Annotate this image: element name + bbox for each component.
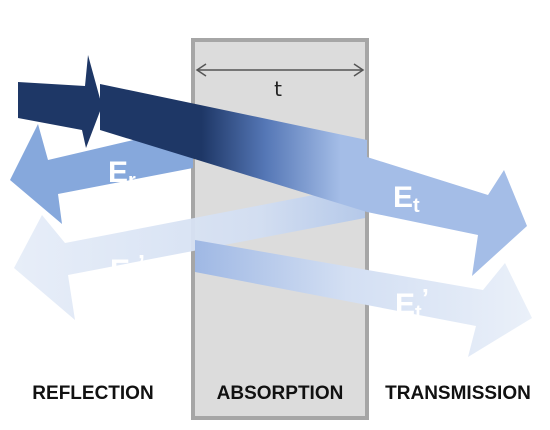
incident-beam-transit [100, 84, 367, 212]
transmitted-label: Et [393, 181, 420, 217]
thickness-dimension [195, 63, 365, 77]
reflected-beam [10, 124, 193, 224]
secondary-transmitted-label: Et’ [395, 283, 429, 324]
incident-label: Ei [38, 22, 70, 67]
secondary-reflected-label: Er’ [110, 249, 145, 290]
caption-transmission: TRANSMISSION [385, 383, 531, 404]
secondary-transmitted-beam [195, 240, 532, 357]
caption-reflection: REFLECTION [32, 383, 153, 404]
reflected-label: Er [108, 156, 136, 192]
caption-absorption: ABSORPTION [217, 383, 344, 404]
thickness-label: t [274, 77, 282, 101]
transmitted-beam [367, 157, 527, 276]
incident-beam-body [18, 55, 102, 148]
secondary-reflected-beam [14, 185, 365, 320]
